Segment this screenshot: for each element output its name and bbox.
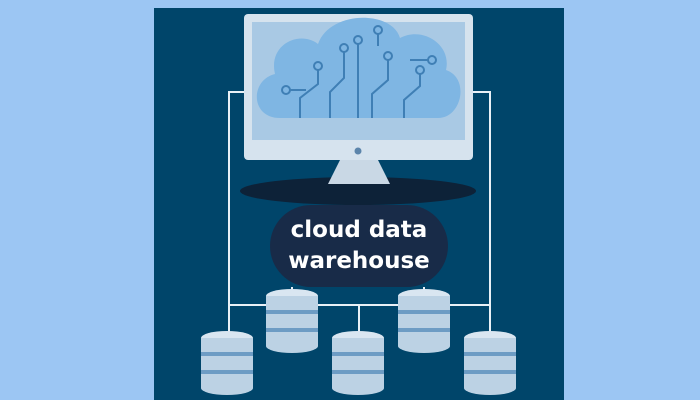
monitor-shadow — [240, 177, 476, 205]
label-line-2: warehouse — [288, 248, 430, 274]
database-icon — [266, 289, 318, 353]
database-icon — [398, 289, 450, 353]
database-icon — [201, 331, 253, 395]
monitor-stand — [328, 160, 390, 184]
database-icon — [464, 331, 516, 395]
cloud-data-warehouse-label: cloud data warehouse — [270, 205, 448, 287]
circuit-traces — [286, 30, 432, 118]
monitor-power-dot — [354, 147, 362, 155]
circuit-nodes — [281, 25, 437, 95]
database-icon — [332, 331, 384, 395]
label-line-1: cloud data — [290, 217, 428, 243]
cloud-circuit-icon — [256, 17, 461, 118]
